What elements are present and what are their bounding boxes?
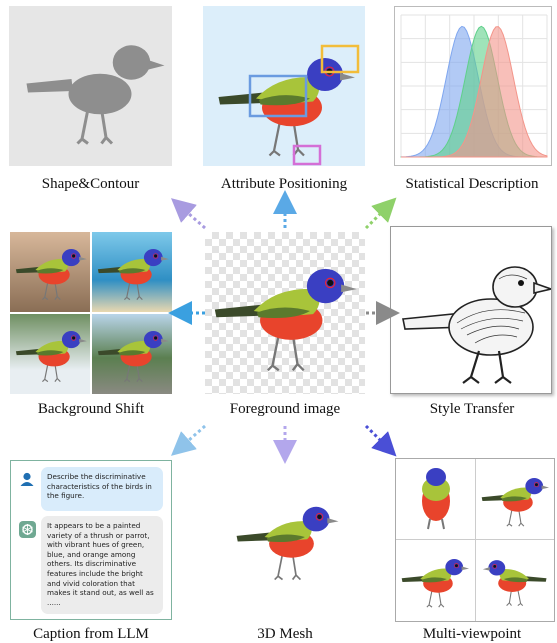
background-shift-label: Background Shift [37, 401, 145, 417]
arrow-to-caption [170, 424, 206, 456]
arrow-to-statistical [364, 197, 397, 230]
density-series-3 [401, 26, 548, 158]
3d-mesh-label: 3D Mesh [257, 626, 313, 642]
caption-chat-panel: Describe the discriminative characterist… [10, 460, 172, 620]
background-variant-2 [92, 232, 172, 312]
shape-contour-label: Shape&Contour [41, 176, 140, 192]
attribute-box-foot [292, 144, 322, 166]
viewpoint-side-right [476, 459, 554, 540]
user-icon [20, 472, 34, 486]
style-transfer-panel [390, 226, 552, 394]
viewpoint-front [396, 459, 476, 540]
foreground-image-label: Foreground image [229, 401, 341, 417]
caption-llm-label: Caption from LLM [33, 626, 149, 642]
multi-viewpoint-label: Multi-viewpoint [422, 626, 522, 642]
sketch-bird [402, 266, 551, 384]
background-shift-panel [10, 232, 172, 394]
statistical-description-label: Statistical Description [405, 176, 539, 192]
multi-viewpoint-panel [395, 458, 555, 622]
attribute-box-wing [248, 74, 308, 118]
question-bubble: Describe the discriminative characterist… [41, 467, 163, 511]
attribute-box-head [320, 44, 360, 74]
background-variant-4 [92, 314, 172, 394]
attribute-positioning-label: Attribute Positioning [220, 176, 348, 192]
foreground-image-panel [205, 232, 365, 394]
statistical-description-panel [394, 6, 552, 166]
arrow-to-multiview [364, 424, 397, 457]
background-variant-1 [10, 232, 90, 312]
background-variant-3 [10, 314, 90, 394]
style-transfer-label: Style Transfer [429, 401, 515, 417]
attribute-positioning-panel [203, 6, 365, 166]
density-chart [400, 14, 548, 158]
chatgpt-icon [19, 521, 36, 538]
arrow-to-shape [170, 198, 206, 230]
shape-contour-panel [9, 6, 172, 166]
answer-bubble: It appears to be a painted variety of a … [41, 516, 163, 614]
viewpoint-side-left [396, 540, 476, 621]
